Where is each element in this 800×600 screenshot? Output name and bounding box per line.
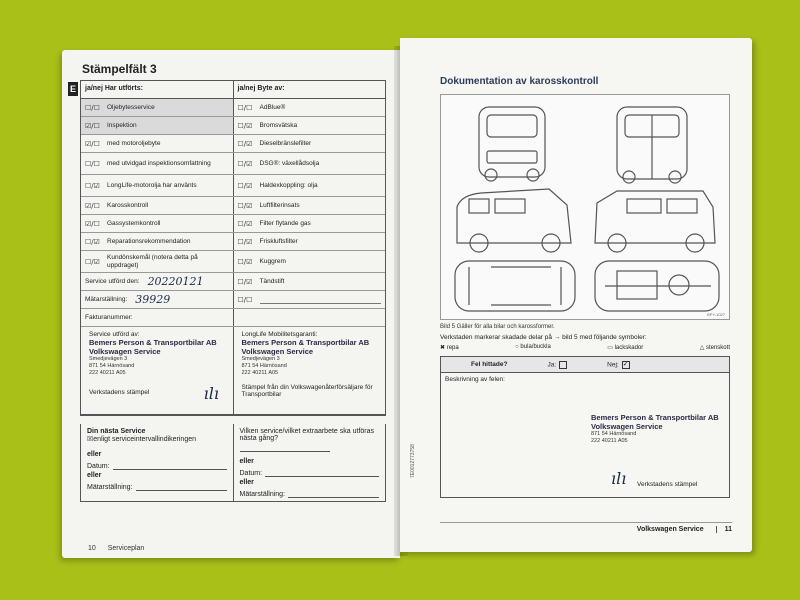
grid-header: ja/nej Har utförts: ja/nej Byte av: xyxy=(81,81,385,99)
row-label: Haldexkoppling: olja xyxy=(259,181,318,189)
checkbox-pair[interactable]: ☐/☐ xyxy=(237,103,253,112)
checkbox-pair[interactable]: ☐/☑ xyxy=(237,159,253,168)
ja-checkbox[interactable] xyxy=(559,360,568,369)
right-page: Dokumentation av karosskontroll xyxy=(400,38,752,552)
table-row: ☐/☑ LongLife-motorolja har använts ☐/☑ Hald… xyxy=(81,175,385,197)
row-label: LongLife-motorolja har använts xyxy=(107,181,197,189)
checkbox-pair[interactable]: ☐/☑ xyxy=(237,121,253,130)
invoice-label: Fakturanummer: xyxy=(85,313,133,321)
row-label: Tändstift xyxy=(259,277,285,285)
checkbox-pair[interactable]: ☐/☑ xyxy=(85,181,100,190)
table-row: ☑/☐ Karosskontroll ☐/☑ Luftfilterinsats xyxy=(81,197,385,215)
table-row: ☑/☐ Inspektion ☐/☑ Bromsvätska xyxy=(81,117,385,135)
mileage-label: Mätarställning: xyxy=(85,295,128,303)
service-date: 20220121 xyxy=(147,275,204,288)
row-label: Reparationsrekommendation xyxy=(107,237,191,245)
service-grid: ja/nej Har utförts: ja/nej Byte av: ☐/☐ O… xyxy=(80,80,386,416)
checkbox-pair[interactable]: ☐/☑ xyxy=(237,201,253,210)
row-label: Filter flytande gas xyxy=(259,219,311,227)
row-label: Inspektion xyxy=(107,121,137,129)
row-label: Friskluftsfilter xyxy=(259,237,298,245)
page-title: Stämpelfält 3 xyxy=(82,62,157,76)
diagram-code: BPY-1027 xyxy=(707,312,725,317)
row-label: Luftfilterinsats xyxy=(259,201,300,209)
row-label: AdBlue® xyxy=(259,103,286,111)
checkbox-pair[interactable]: ☐/☐ xyxy=(85,159,100,168)
damage-found-row: Fel hittade? Ja: Nej:✓ xyxy=(441,357,729,373)
left-page: E Stämpelfält 3 ja/nej Har utförts: ja/n… xyxy=(62,50,400,558)
left-footer: 10 Serviceplan xyxy=(88,545,145,552)
checkbox-pair[interactable]: ☐/☑ xyxy=(237,219,253,228)
booklet: E Stämpelfält 3 ja/nej Har utförts: ja/n… xyxy=(62,38,752,560)
checkbox-pair[interactable]: ☐/☑ xyxy=(85,257,100,266)
van-outlines-icon xyxy=(454,106,720,312)
longlife-stamp: LongLife Mobilitetsgaranti: Bemers Perso… xyxy=(241,331,373,398)
table-row: ☑/☐ Gassystemkontroll ☐/☑ Filter flytande g… xyxy=(81,215,385,233)
edge-tab: E xyxy=(68,82,78,96)
symbol-legend: ✖ repa ○ bula/buckla ▭ lackskador △ sten… xyxy=(440,344,730,351)
checkbox-pair[interactable]: ☑/☐ xyxy=(85,139,100,148)
checkbox-pair[interactable]: ☐/☑ xyxy=(237,237,253,246)
checkbox-pair[interactable]: ☑/☐ xyxy=(85,201,100,210)
figure-caption: Bild 5 Gäller för alla bilar och karossf… xyxy=(440,324,555,330)
grid-row-mileage: Mätarställning: 39929 ☐/☐ xyxy=(81,291,385,309)
row-label: med motoroljebyte xyxy=(107,139,161,147)
page-title-right: Dokumentation av karosskontroll xyxy=(440,76,599,87)
row-label: Bromsvätska xyxy=(259,121,298,129)
table-row: ☐/☐ Oljebytesservice ☐/☐ AdBlue® xyxy=(81,99,385,117)
checkbox-icon: ☒ xyxy=(87,435,94,443)
table-row: ☐/☑ Kundönskemål (notera detta på uppdrag… xyxy=(81,251,385,273)
row-label: Dieselbränslefilter xyxy=(259,139,312,147)
instruction-text: Verkstaden markerar skadade delar på → b… xyxy=(440,334,647,341)
checkbox-pair[interactable]: ☑/☐ xyxy=(85,219,100,228)
checkbox-pair[interactable]: ☐/☑ xyxy=(237,277,253,286)
table-row: ☐/☐ med utvidgad inspektionsomfattning ☐/☑… xyxy=(81,153,385,175)
checkbox-pair[interactable]: ☐/☐ xyxy=(85,103,100,112)
checkbox-pair[interactable]: ☐/☑ xyxy=(237,257,253,266)
damage-form: Fel hittade? Ja: Nej:✓ Beskrivning av fe… xyxy=(440,356,730,498)
row-label: DSG®: växellådsolja xyxy=(259,159,320,167)
table-row: ☑/☐ med motoroljebyte ☐/☑ Dieselbränslefilt… xyxy=(81,135,385,153)
next-service-block: Din nästa Service ☒enligt serviceinterva… xyxy=(80,424,386,502)
right-footer: Volkswagen Service 11 xyxy=(440,522,732,536)
legend-paint: ▭ lackskador xyxy=(607,345,644,351)
row-label: Service utförd den: xyxy=(85,277,140,285)
row-label: med utvidgad inspektionsomfattning xyxy=(107,159,211,167)
checkbox-pair[interactable]: ☐/☑ xyxy=(237,181,253,190)
grid-row-invoice: Fakturanummer: xyxy=(81,309,385,327)
legend-scratch: ✖ repa xyxy=(440,345,459,351)
car-diagram: BPY-1027 xyxy=(440,94,730,320)
legend-stone: △ stenskott xyxy=(699,345,730,351)
stamp-row: Service utförd av: Bemers Person & Trans… xyxy=(81,327,385,415)
row-label: Kundönskemål (notera detta på uppdraget) xyxy=(107,254,198,269)
signature: ılı xyxy=(203,383,219,403)
checkbox-pair[interactable]: ☐/☑ xyxy=(237,139,253,148)
row-label: Karosskontroll xyxy=(107,201,149,209)
signature-right: ılı xyxy=(611,469,627,488)
vertical-code: 7E0012773758 xyxy=(410,444,416,478)
checkbox-pair[interactable]: ☐/☑ xyxy=(85,237,100,246)
col-replace-header: ja/nej Byte av: xyxy=(237,85,285,92)
table-row: Service utförd den: 20220121 ☐/☑ Tändstift xyxy=(81,273,385,291)
table-row: ☐/☑ Reparationsrekommendation ☐/☑ Friskluft… xyxy=(81,233,385,251)
nej-checkbox[interactable]: ✓ xyxy=(621,360,630,369)
service-stamp: Service utförd av: Bemers Person & Trans… xyxy=(89,331,219,403)
col-done-header: ja/nej Har utförts: xyxy=(81,81,234,98)
workshop-stamp: Bemers Person & Transportbilar AB Volksw… xyxy=(591,413,719,445)
grid-rows: ☐/☐ Oljebytesservice ☐/☐ AdBlue® ☑/☐ Inspekti… xyxy=(81,99,385,291)
checkbox-pair[interactable]: ☑/☐ xyxy=(85,121,100,130)
row-label: Kuggrem xyxy=(259,257,286,265)
mileage-value: 39929 xyxy=(135,293,171,306)
row-label: Oljebytesservice xyxy=(107,103,155,111)
legend-dent: ○ bula/buckla xyxy=(515,344,551,350)
description-label: Beskrivning av felen: xyxy=(445,376,505,383)
row-label: Gassystemkontroll xyxy=(107,219,161,227)
